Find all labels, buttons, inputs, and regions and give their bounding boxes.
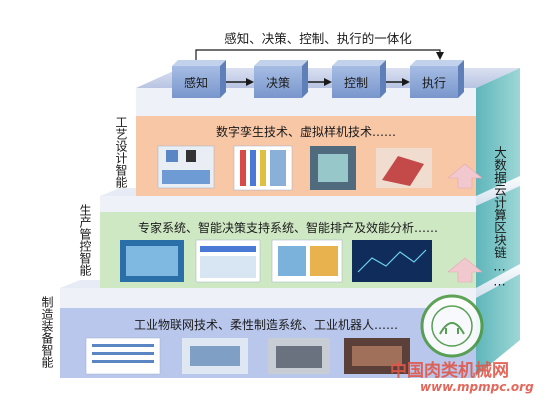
tier3-to-tier2-arrow [447, 257, 483, 283]
tier3-image-4-detail [352, 346, 402, 366]
tier2-image-2-detail [200, 256, 256, 278]
process-step-control: 控制 [344, 76, 368, 90]
side-separator-lower [476, 264, 520, 298]
process-box-execution: 执行 [410, 60, 464, 98]
tier1-image-2-detail [260, 150, 266, 186]
tier3-headline: 工业物联网技术、柔性制造系统、工业机器人…… [134, 318, 398, 332]
process-box-execution-top [410, 60, 464, 66]
tier1-image-2-detail [240, 150, 246, 186]
process-box-sensing-side [220, 60, 226, 98]
tier3-image-1-detail [92, 352, 154, 355]
process-box-decision: 决策 [254, 60, 308, 98]
tier3-image-1-detail [92, 360, 154, 363]
process-box-sensing-top [172, 60, 226, 66]
tier1-image-3-detail [318, 154, 348, 182]
process-box-decision-front [254, 66, 302, 98]
process-box-execution-side [458, 60, 464, 98]
tier2-to-tier1-arrow [447, 163, 483, 189]
tier1-images [157, 145, 432, 191]
tier2-image-3-detail [310, 246, 338, 276]
tier3-image-2-detail [190, 346, 240, 366]
tier3-images [85, 337, 410, 375]
process-box-control-front [332, 66, 380, 98]
seal-ring [420, 294, 484, 358]
process-step-sensing: 感知 [184, 75, 208, 90]
tier1-headline: 数字孪生技术、虚拟样机技术…… [216, 124, 396, 139]
process-box-decision-side [302, 60, 308, 98]
tier2-image-1-detail [126, 246, 178, 276]
tier3-side-label: 制造装备智能 [40, 296, 54, 368]
process-step-execution: 执行 [422, 76, 446, 90]
right-side-label: 大数据云计算区块链…… [492, 146, 507, 289]
arrow-decision-to-control-head [324, 78, 332, 86]
tier2-side-label: 生产管控智能 [78, 204, 92, 276]
seal-inner-ring [431, 305, 473, 347]
integration-bracket [195, 49, 441, 60]
tier2-headline: 专家系统、智能决策支持系统、智能排产及效能分析…… [138, 220, 438, 235]
process-box-decision-top [254, 60, 308, 66]
watermark-seal [420, 294, 484, 358]
tier2-image-2-detail [200, 246, 256, 252]
tier3-image-1 [85, 337, 161, 375]
watermark-site-name: 中国肉类机械网 [390, 361, 509, 381]
process-box-control: 控制 [332, 60, 386, 98]
arrow-sensing-to-decision-head [246, 78, 254, 86]
watermark-url: www.mpmpc.org [420, 380, 534, 394]
tier2-image-4 [352, 240, 432, 282]
tier1-image-1-detail [186, 150, 196, 162]
tier1-image-1-detail [162, 170, 210, 184]
integration-bracket-head [436, 52, 444, 60]
tier2-images [120, 239, 432, 283]
tier2-image-4-detail [357, 249, 427, 273]
top-caption: 感知、决策、控制、执行的一体化 [224, 31, 412, 46]
tier1-image-1-detail [166, 150, 178, 162]
process-box-sensing: 感知 [172, 60, 226, 98]
tier3-image-3-detail [276, 346, 322, 368]
slab-right-face [476, 68, 520, 376]
process-box-execution-front [410, 66, 458, 98]
process-box-control-top [332, 60, 386, 66]
side-separator-upper [476, 176, 520, 206]
tier3-image-1-detail [92, 344, 154, 347]
process-box-control-side [380, 60, 386, 98]
tier1-image-2-detail [250, 150, 256, 186]
tier1-image-2-detail [270, 150, 286, 186]
tier2-image-3-detail [278, 246, 306, 276]
arrow-control-to-execution-head [402, 78, 410, 86]
tier1-side-label: 工艺设计智能 [114, 116, 128, 188]
seal-emblem-icon [439, 322, 465, 335]
process-box-sensing-front [172, 66, 220, 98]
process-step-decision: 决策 [266, 76, 290, 90]
tier1-image-4-detail [382, 156, 424, 186]
process-flow: 感知 决策 控制 执行 [172, 49, 464, 98]
